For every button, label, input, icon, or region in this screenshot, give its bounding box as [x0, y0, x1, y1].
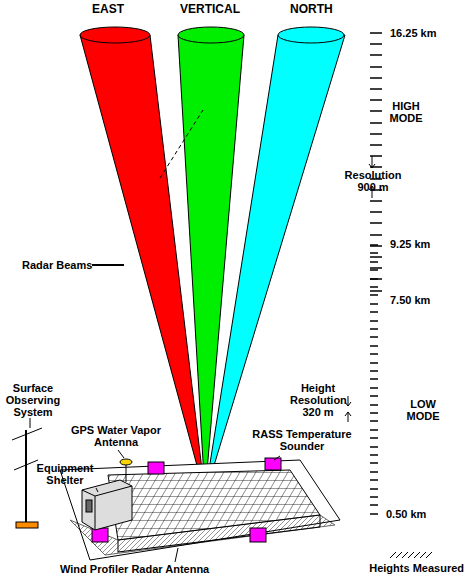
part-name: Surface Observing System	[2, 382, 64, 418]
scale-tick	[370, 252, 378, 254]
beam-name: EAST	[92, 3, 124, 16]
beam-name: VERTICAL	[180, 3, 240, 16]
scale-tick	[370, 211, 382, 213]
scale-tick	[370, 269, 378, 271]
scale-tick	[370, 66, 382, 68]
scale-tick	[370, 245, 382, 247]
scale-tick	[370, 303, 378, 305]
leader-line	[118, 450, 124, 458]
mode-name: HIGH MODE	[384, 100, 428, 124]
scale-tick	[370, 437, 378, 439]
scale-tick	[370, 513, 378, 515]
leader-line	[30, 418, 31, 428]
scale-tick	[370, 222, 382, 224]
scale-tick	[370, 378, 378, 380]
scale-tick	[370, 488, 378, 490]
scale-tick	[370, 99, 382, 101]
leader-line	[175, 548, 178, 562]
beam-name: NORTH	[290, 3, 333, 16]
equipment-shelter	[82, 480, 132, 530]
scale-tick	[370, 471, 378, 473]
scale-tick	[370, 345, 378, 347]
scale-tick	[370, 462, 378, 464]
part-name: GPS Water Vapor Antenna	[62, 424, 170, 448]
scale-tick	[370, 290, 382, 292]
scale-tick	[370, 504, 378, 506]
height-scale	[370, 33, 382, 514]
vertical-beam-top	[178, 27, 244, 43]
antenna-edge	[118, 515, 320, 552]
leader-line	[92, 264, 124, 266]
scale-tick	[370, 404, 378, 406]
scale-tick	[370, 110, 382, 112]
scale-tick	[370, 294, 378, 296]
scale-tick	[370, 278, 378, 280]
scale-tick	[370, 144, 382, 146]
scale-tick	[370, 256, 382, 258]
scale-tick	[370, 429, 378, 431]
north-beam-top	[278, 27, 344, 43]
scale-tick	[370, 311, 378, 313]
height-value: 16.25 km	[390, 27, 436, 39]
resolution-note: Height Resolution 320 m	[290, 382, 346, 418]
axis-label: Heights Measured	[369, 562, 464, 574]
scale-tick	[370, 244, 378, 246]
resolution-note: Resolution 900 m	[340, 169, 406, 193]
scale-tick	[370, 43, 382, 45]
part-name: Radar Beams	[22, 259, 92, 271]
scale-tick	[370, 353, 378, 355]
height-value: 7.50 km	[390, 294, 430, 306]
scale-tick	[370, 320, 378, 322]
scale-tick	[370, 336, 378, 338]
scale-tick	[370, 54, 382, 56]
scale-tick	[370, 362, 378, 364]
part-name: Wind Profiler Radar Antenna	[60, 563, 209, 575]
scale-tick	[370, 77, 382, 79]
scale-tick	[370, 420, 378, 422]
scale-tick	[370, 278, 382, 280]
part-name: RASS Temperature Sounder	[246, 428, 358, 452]
scale-tick	[370, 286, 378, 288]
east-beam-top	[80, 27, 150, 43]
rass-box	[265, 458, 281, 470]
height-value: 0.50 km	[386, 508, 426, 520]
scale-tick	[370, 395, 378, 397]
scale-tick	[370, 328, 378, 330]
scale-tick	[370, 454, 378, 456]
scale-tick	[370, 479, 378, 481]
scale-tick	[370, 133, 382, 135]
ground	[60, 460, 340, 560]
gps-antenna	[120, 459, 132, 465]
part-name: Equipment Shelter	[34, 462, 96, 486]
observing-pole	[25, 430, 27, 525]
mode-name: LOW MODE	[400, 398, 446, 422]
leader-line	[160, 110, 203, 178]
scale-tick	[370, 496, 378, 498]
north-beam	[205, 35, 345, 495]
vertical-beam	[178, 35, 244, 495]
height-value: 9.25 km	[390, 238, 430, 250]
scale-tick	[370, 122, 382, 124]
scale-tick	[370, 234, 382, 236]
scale-tick	[370, 32, 382, 34]
leader-line	[96, 488, 98, 492]
leader-line	[274, 456, 280, 460]
scale-tick	[370, 412, 378, 414]
rass-box	[148, 462, 164, 474]
rass-box	[250, 528, 266, 542]
scale-tick	[370, 370, 378, 372]
scale-tick	[370, 446, 378, 448]
scale-tick	[370, 200, 382, 202]
scale-tick	[370, 387, 378, 389]
scale-tick	[370, 88, 382, 90]
scale-tick	[370, 261, 378, 263]
ground-mark	[390, 552, 432, 558]
scale-tick	[370, 267, 382, 269]
